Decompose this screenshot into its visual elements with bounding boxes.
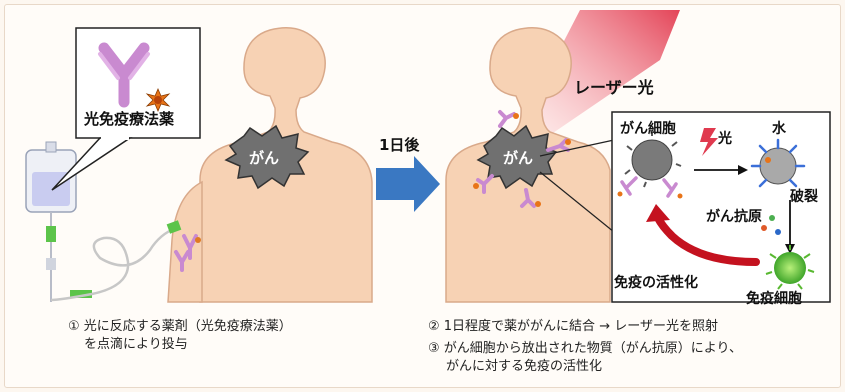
laser-label: レーザー光 <box>574 74 654 98</box>
arrow-label: 1日後 <box>379 134 419 155</box>
inset-water-label: 水 <box>772 118 786 138</box>
caption-step1-line1: ① 光に反応する薬剤（光免疫療法薬） <box>68 318 292 336</box>
cancer-label-left: がん <box>249 147 279 168</box>
inset-activation-label: 免疫の活性化 <box>614 272 698 292</box>
inset-immune-cell-label: 免疫細胞 <box>746 288 802 308</box>
inset-antigen-label: がん抗原 <box>706 206 762 226</box>
inset-rupture-label: 破裂 <box>790 186 818 206</box>
inset-cancer-cell-label: がん細胞 <box>620 118 676 138</box>
dye-dot <box>195 237 201 243</box>
cancer-label-right: がん <box>503 147 533 168</box>
inset-light-label: 光 <box>718 128 732 148</box>
caption-step3-line1: ③ がん細胞から放出された物質（がん抗原）により、 <box>428 340 742 358</box>
iv-tube <box>51 220 181 300</box>
caption-step2: ② 1日程度で薬ががんに結合 → レーザー光を照射 <box>428 318 718 336</box>
next-day-arrow <box>376 156 440 212</box>
caption-step1-line2: を点滴により投与 <box>84 336 188 354</box>
drug-label: 光免疫療法薬 <box>84 108 174 129</box>
caption-step3-line2: がんに対する免疫の活性化 <box>446 358 602 376</box>
